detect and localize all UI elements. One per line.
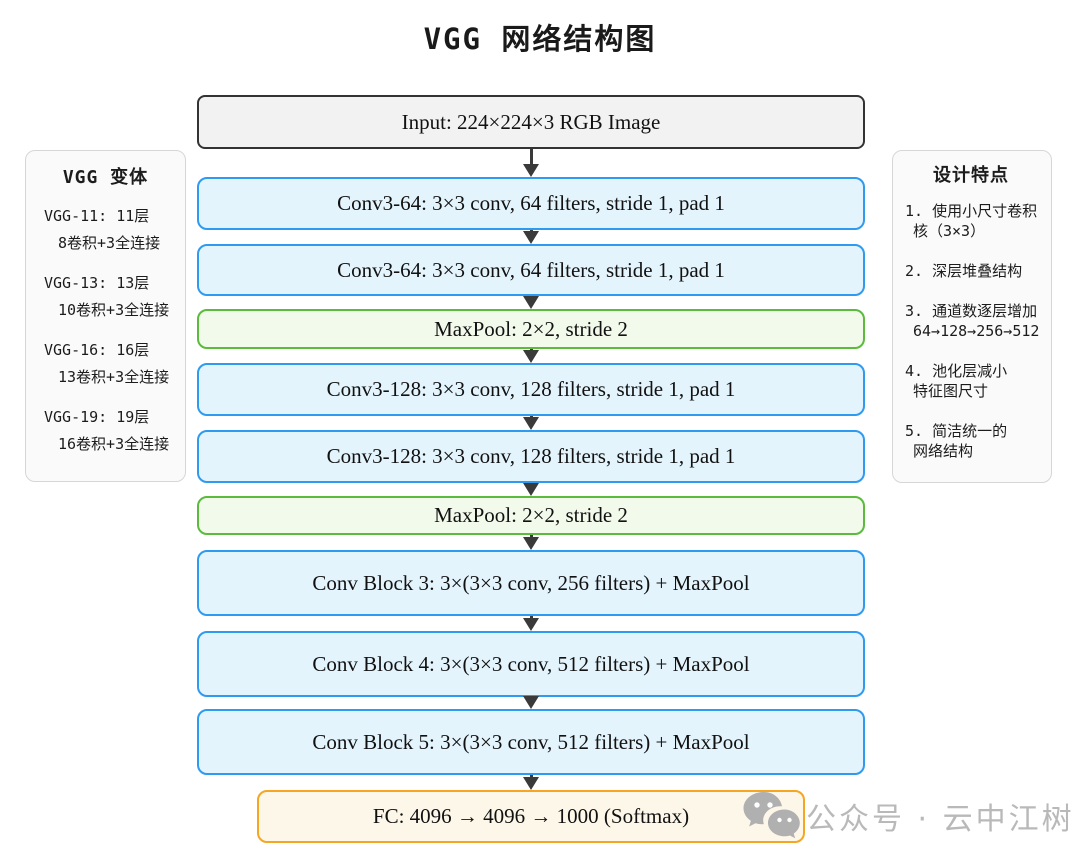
down-arrow-icon: [523, 416, 539, 430]
feature-line2: 特征图尺寸: [913, 382, 989, 400]
flow-node-conv3-64-a: Conv3-64: 3×3 conv, 64 filters, stride 1…: [197, 177, 865, 230]
variant-item: VGG-19: 19层 16卷积+3全连接: [44, 404, 177, 458]
down-arrow-icon: [523, 616, 539, 631]
feature-line1: 2. 深层堆叠结构: [905, 262, 1023, 280]
feature-line2: 64→128→256→512: [913, 322, 1040, 340]
variant-line1: VGG-11: 11层: [44, 207, 150, 225]
down-arrow-icon: [523, 775, 539, 790]
features-panel: 设计特点 1. 使用小尺寸卷积 核（3×3） 2. 深层堆叠结构 3. 通道数逐…: [892, 150, 1052, 483]
variant-line1: VGG-13: 13层: [44, 274, 150, 292]
flow-node-maxpool-1: MaxPool: 2×2, stride 2: [197, 309, 865, 349]
variant-item: VGG-13: 13层 10卷积+3全连接: [44, 270, 177, 324]
page-title: VGG 网络结构图: [423, 22, 657, 56]
variant-line2: 10卷积+3全连接: [58, 301, 170, 319]
flow-node-conv3-128-a: Conv3-128: 3×3 conv, 128 filters, stride…: [197, 363, 865, 416]
down-arrow-icon: [523, 349, 539, 363]
down-arrow-icon: [523, 696, 539, 709]
wechat-icon: [743, 792, 800, 839]
down-arrow-icon: [523, 483, 539, 496]
variant-line2: 13卷积+3全连接: [58, 368, 170, 386]
feature-item: 5. 简洁统一的 网络结构: [905, 421, 1047, 461]
variant-line1: VGG-19: 19层: [44, 408, 150, 426]
flow-node-fc: FC: 4096 → 4096 → 1000 (Softmax): [257, 790, 805, 843]
feature-item: 2. 深层堆叠结构: [905, 261, 1047, 281]
feature-line1: 4. 池化层减小: [905, 362, 1008, 380]
down-arrow-icon: [523, 149, 539, 177]
variants-panel-title: VGG 变体: [62, 167, 149, 188]
flow-node-conv-block-4: Conv Block 4: 3×(3×3 conv, 512 filters) …: [197, 631, 865, 697]
flow-node-maxpool-2: MaxPool: 2×2, stride 2: [197, 496, 865, 535]
watermark: 公众号 · 云中江树: [742, 790, 1075, 842]
feature-item: 1. 使用小尺寸卷积 核（3×3）: [905, 201, 1047, 241]
feature-line2: 核（3×3）: [913, 222, 986, 240]
feature-item: 3. 通道数逐层增加 64→128→256→512: [905, 301, 1047, 341]
feature-line2: 网络结构: [913, 442, 974, 460]
flow-node-conv-block-3: Conv Block 3: 3×(3×3 conv, 256 filters) …: [197, 550, 865, 616]
flow-node-input: Input: 224×224×3 RGB Image: [197, 95, 865, 149]
features-panel-title: 设计特点: [933, 165, 1009, 186]
feature-line1: 1. 使用小尺寸卷积: [905, 202, 1038, 220]
flow-node-conv3-128-b: Conv3-128: 3×3 conv, 128 filters, stride…: [197, 430, 865, 483]
variant-line2: 8卷积+3全连接: [58, 234, 161, 252]
down-arrow-icon: [523, 535, 539, 550]
watermark-text: 公众号 · 云中江树: [806, 802, 1075, 837]
variants-panel: VGG 变体 VGG-11: 11层 8卷积+3全连接 VGG-13: 13层 …: [25, 150, 186, 482]
variant-line2: 16卷积+3全连接: [58, 435, 170, 453]
variant-item: VGG-11: 11层 8卷积+3全连接: [44, 203, 177, 257]
feature-item: 4. 池化层减小 特征图尺寸: [905, 361, 1047, 401]
variant-line1: VGG-16: 16层: [44, 341, 150, 359]
network-flowchart: Input: 224×224×3 RGB Image Conv3-64: 3×3…: [197, 95, 865, 843]
down-arrow-icon: [523, 296, 539, 309]
feature-line1: 5. 简洁统一的: [905, 422, 1008, 440]
feature-line1: 3. 通道数逐层增加: [905, 302, 1038, 320]
flow-node-conv3-64-b: Conv3-64: 3×3 conv, 64 filters, stride 1…: [197, 244, 865, 296]
down-arrow-icon: [523, 230, 539, 244]
variant-item: VGG-16: 16层 13卷积+3全连接: [44, 337, 177, 391]
flow-node-conv-block-5: Conv Block 5: 3×(3×3 conv, 512 filters) …: [197, 709, 865, 775]
